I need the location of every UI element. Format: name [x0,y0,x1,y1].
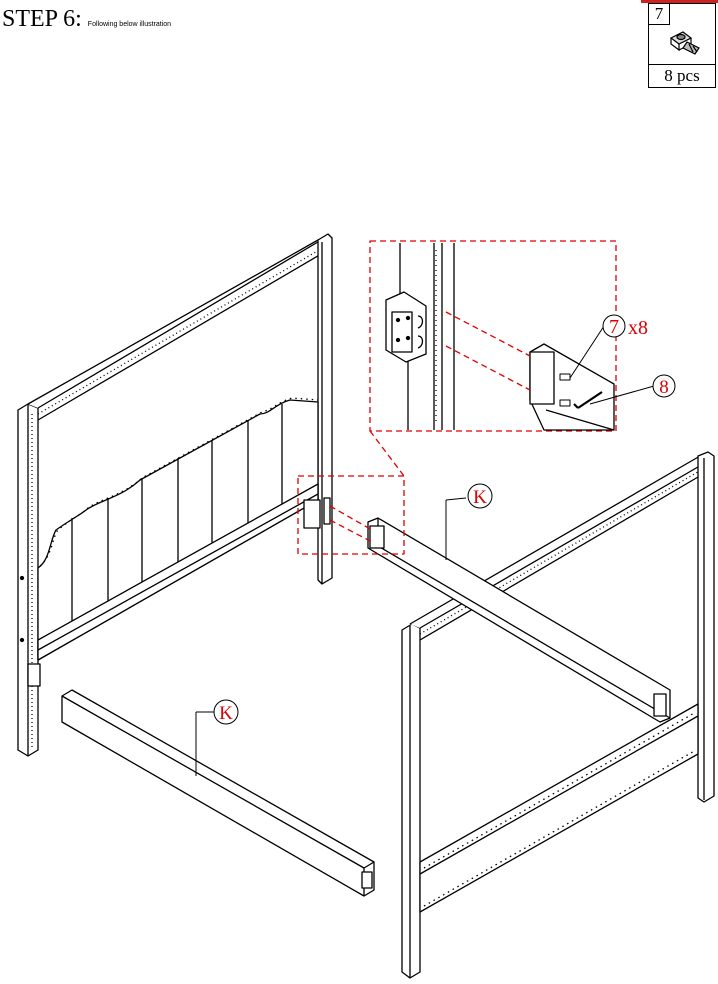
side-rail-back [367,517,671,723]
callout-bolt-multiplier: x8 [628,317,648,339]
callout-rail-front: K [213,699,239,725]
step-title: STEP 6: Following below illustration [2,6,171,33]
callout-rail-right-label: K [473,487,487,508]
callout-bolt: 7 x8 [602,314,648,339]
callout-leaders [195,325,655,776]
part-quantity: 8 pcs [649,64,715,87]
callout-rail-front-label: K [219,703,233,724]
step-instruction: Following below illustration [87,21,172,28]
side-rail-front [61,689,375,897]
part-number: 7 [649,4,670,25]
bolt-icon [669,31,700,55]
callout-allen-key-number: 8 [659,377,669,398]
parts-box: 7 8 pcs [641,0,718,88]
detail-zoom-box [369,240,617,432]
detail-connectors [297,311,531,555]
step-label: STEP 6: [2,6,82,32]
headboard [17,233,333,757]
parts-box-accent-line [641,0,718,3]
callout-bolt-number: 7 [609,316,619,338]
callout-allen-key: 8 [652,374,676,398]
callout-rail-right: K [467,483,493,509]
